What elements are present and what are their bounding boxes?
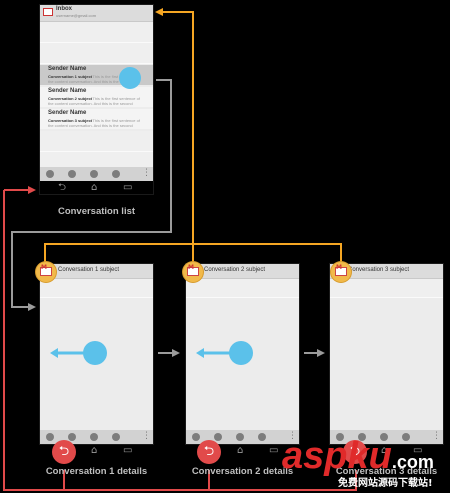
list-item-sender: Sender Name xyxy=(48,88,87,94)
details-action-bar: Conversation 1 subject xyxy=(40,264,153,279)
action-dot[interactable] xyxy=(214,433,222,441)
bottom-action-bar: ⋮ xyxy=(40,167,153,181)
home-nav-icon[interactable]: ⌂ xyxy=(381,445,388,456)
recents-nav-icon[interactable]: ▭ xyxy=(413,445,423,456)
action-dot[interactable] xyxy=(68,433,76,441)
gmail-badge-1: M xyxy=(36,262,56,282)
system-nav-bar: ⮌ ⌂ ▭ xyxy=(40,181,153,194)
home-nav-icon[interactable]: ⌂ xyxy=(91,445,98,456)
conversation-1-details-screen: Conversation 1 subject ⋮ xyxy=(40,264,153,444)
action-dot[interactable] xyxy=(380,433,388,441)
action-dot[interactable] xyxy=(402,433,410,441)
touch-indicator xyxy=(119,67,141,89)
gray-arrowhead-into-details xyxy=(28,303,36,311)
details-subject: Conversation 2 subject xyxy=(204,267,266,273)
caption-conversation-list: Conversation list xyxy=(57,206,136,217)
list-item-sender: Sender Name xyxy=(48,110,87,116)
inbox-title: Inbox xyxy=(56,6,72,12)
arrow-details1-to-2-head xyxy=(172,349,180,357)
conversation-3-details-screen: Conversation 3 subject ⋮ xyxy=(330,264,443,444)
list-item-snippet-2: the content conversation. And this is th… xyxy=(48,123,133,128)
list-item-snippet: - This is the first sentence of xyxy=(90,96,140,101)
swipe-touch-indicator xyxy=(83,341,107,365)
swipe-left-arrow xyxy=(196,348,230,358)
list-item-snippet-2: the content conversation. And this is th… xyxy=(48,101,133,106)
watermark-brand-text: aspku xyxy=(282,435,392,477)
recents-nav-icon[interactable]: ▭ xyxy=(123,445,133,456)
conversation-2-details-screen: Conversation 2 subject ⋮ xyxy=(186,264,299,444)
watermark-slogan: 免费网站源码下载站! xyxy=(338,478,433,489)
action-dot[interactable] xyxy=(68,170,76,178)
action-dot[interactable] xyxy=(112,433,120,441)
gmail-badge-3: M xyxy=(331,262,351,282)
details-subject: Conversation 3 subject xyxy=(348,267,410,273)
swipe-touch-indicator xyxy=(229,341,253,365)
inbox-action-bar: Inbox username@gmail.com xyxy=(40,5,153,22)
back-button-highlight-2[interactable]: ⮌ xyxy=(197,440,221,464)
action-dot[interactable] xyxy=(358,433,366,441)
action-dot[interactable] xyxy=(336,433,344,441)
back-button-highlight-3[interactable]: ⮌ xyxy=(343,440,367,464)
back-nav-icon[interactable]: ⮌ xyxy=(58,182,67,193)
gray-connector-list-to-details xyxy=(11,79,172,308)
overflow-menu-icon[interactable]: ⋮ xyxy=(432,431,441,441)
action-dot[interactable] xyxy=(90,170,98,178)
list-item-subject: Conversation 3 subject xyxy=(48,118,93,123)
caption-details-1: Conversation 1 details xyxy=(45,466,148,477)
gmail-icon xyxy=(43,8,53,16)
conversation-list-screen: Inbox username@gmail.com Sender Name Con… xyxy=(40,5,153,194)
list-item-snippet-2: the content conversation. And this is th… xyxy=(48,79,133,84)
action-dot[interactable] xyxy=(46,170,54,178)
watermark-domain: .com xyxy=(391,452,434,472)
system-nav-bar: ⌂ ▭ xyxy=(186,444,299,458)
recents-nav-icon[interactable]: ▭ xyxy=(123,182,133,193)
arrow-details2-to-3-head xyxy=(317,349,325,357)
red-back-connector xyxy=(3,190,357,491)
recents-nav-icon[interactable]: ▭ xyxy=(269,445,279,456)
home-nav-icon[interactable]: ⌂ xyxy=(237,445,244,456)
action-dot[interactable] xyxy=(236,433,244,441)
home-nav-icon[interactable]: ⌂ xyxy=(91,182,98,193)
orange-connector-up xyxy=(161,11,194,244)
caption-details-3: Conversation 3 details xyxy=(335,466,438,477)
list-item-conversation-3[interactable]: Sender Name Conversation 3 subject - Thi… xyxy=(40,109,153,129)
system-nav-bar: ⌂ ▭ xyxy=(330,444,443,458)
orange-arrowhead xyxy=(155,8,163,16)
action-dot[interactable] xyxy=(258,433,266,441)
overflow-menu-icon[interactable]: ⋮ xyxy=(142,431,151,441)
inbox-account: username@gmail.com xyxy=(56,13,97,18)
details-subject: Conversation 1 subject xyxy=(58,267,120,273)
caption-details-2: Conversation 2 details xyxy=(191,466,294,477)
list-item-subject: Conversation 1 subject xyxy=(48,74,93,79)
system-nav-bar: ⌂ ▭ xyxy=(40,444,153,458)
action-dot[interactable] xyxy=(112,170,120,178)
details-action-bar: Conversation 2 subject xyxy=(186,264,299,279)
list-item-conversation-2[interactable]: Sender Name Conversation 2 subject - Thi… xyxy=(40,87,153,107)
action-dot[interactable] xyxy=(46,433,54,441)
list-item-subject: Conversation 2 subject xyxy=(48,96,93,101)
watermark-brand: aspku.com xyxy=(282,436,434,482)
back-button-highlight-1[interactable]: ⮌ xyxy=(52,440,76,464)
red-arrowhead-to-list xyxy=(28,186,36,194)
overflow-menu-icon[interactable]: ⋮ xyxy=(288,431,297,441)
action-dot[interactable] xyxy=(192,433,200,441)
swipe-left-arrow xyxy=(50,348,84,358)
gmail-badge-2: M xyxy=(183,262,203,282)
overflow-menu-icon[interactable]: ⋮ xyxy=(142,168,151,178)
action-dot[interactable] xyxy=(90,433,98,441)
details-action-bar: Conversation 3 subject xyxy=(330,264,443,279)
list-item-snippet: - This is the first sentence of xyxy=(90,74,140,79)
list-item-sender: Sender Name xyxy=(48,66,87,72)
list-item-snippet: - This is the first sentence of xyxy=(90,118,140,123)
